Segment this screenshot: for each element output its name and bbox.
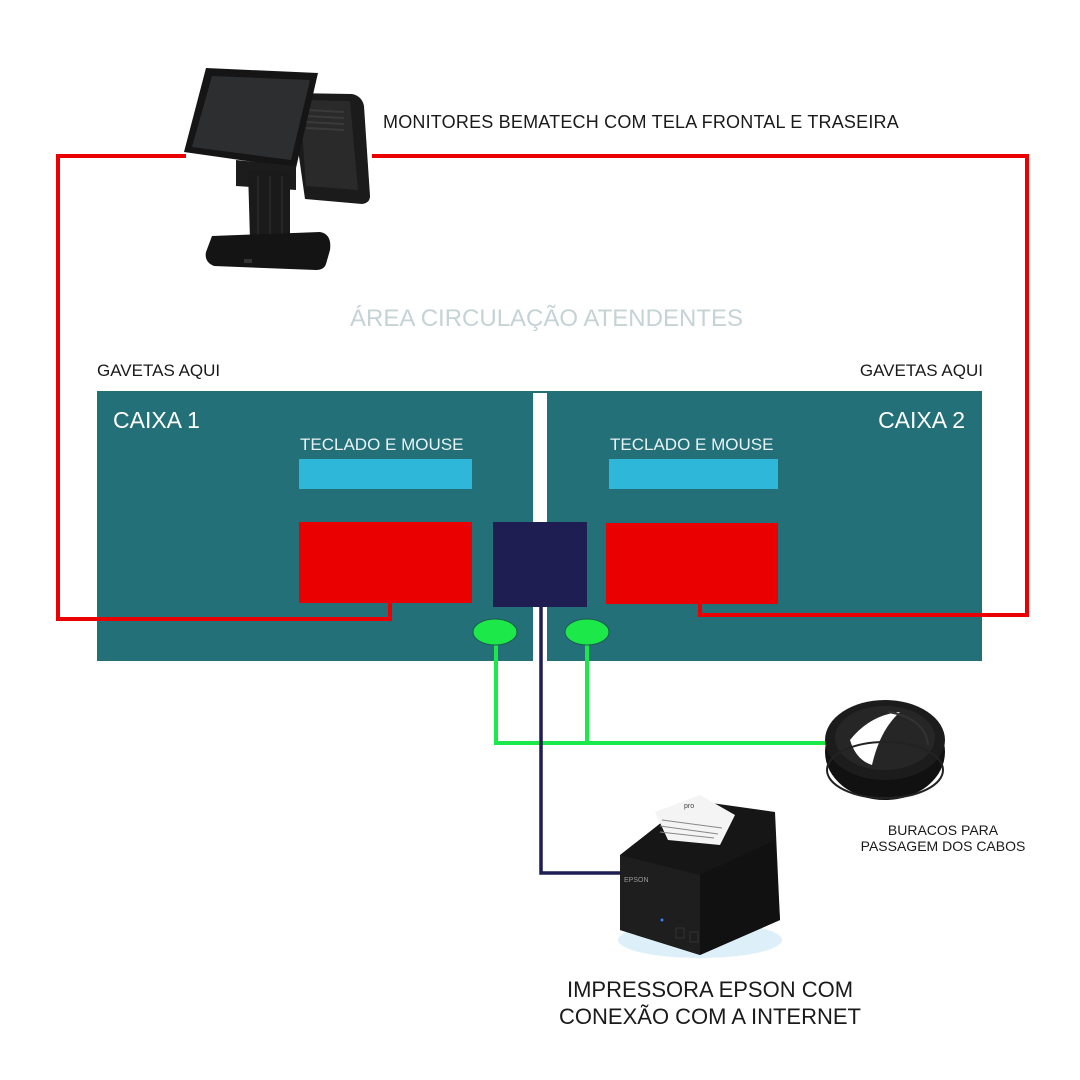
drawers-left-label: GAVETAS AQUI [97, 361, 221, 380]
drawers-right-label: GAVETAS AQUI [859, 361, 983, 380]
keyboard-mouse-right [609, 459, 778, 489]
register-1-label: CAIXA 1 [113, 407, 200, 433]
register-2-label: CAIXA 2 [878, 407, 965, 433]
cash-drawer-left [299, 522, 472, 603]
keyboard-right-label: TECLADO E MOUSE [610, 435, 774, 454]
printer-label: IMPRESSORA EPSON COM CONEXÃO COM A INTER… [520, 976, 900, 1030]
monitor-cable-right [372, 154, 1029, 615]
cable-holes-line2: PASSAGEM DOS CABOS [860, 838, 1026, 854]
cable-hole-right [564, 618, 610, 646]
circulation-area-label: ÁREA CIRCULAÇÃO ATENDENTES [350, 305, 743, 332]
svg-text:pro: pro [684, 803, 694, 810]
keyboard-mouse-left [299, 459, 472, 489]
cable-grommet-icon [825, 700, 945, 800]
network-hub [493, 522, 587, 607]
printer-brand-mark: EPSON [624, 877, 649, 884]
drawer-cable-right [698, 604, 1029, 617]
printer-label-line2: CONEXÃO COM A INTERNET [559, 1004, 861, 1029]
keyboard-left-label: TECLADO E MOUSE [300, 435, 464, 454]
cable-hole-left [472, 618, 518, 646]
printer-cable [539, 607, 622, 875]
cable-holes-label: BURACOS PARA PASSAGEM DOS CABOS [828, 822, 1058, 854]
drawer-cable-left [58, 603, 392, 621]
cash-drawer-right [606, 523, 778, 604]
printer-label-line1: IMPRESSORA EPSON COM [566, 977, 854, 1002]
green-cable-left [494, 645, 830, 745]
cable-holes-line1: BURACOS PARA [887, 822, 999, 838]
receipt-printer-icon: pro EPSON [618, 795, 782, 958]
monitor-cable-left [56, 154, 186, 621]
monitors-label: MONITORES BEMATECH COM TELA FRONTAL E TR… [383, 112, 899, 132]
pos-monitor-icon [184, 68, 370, 270]
